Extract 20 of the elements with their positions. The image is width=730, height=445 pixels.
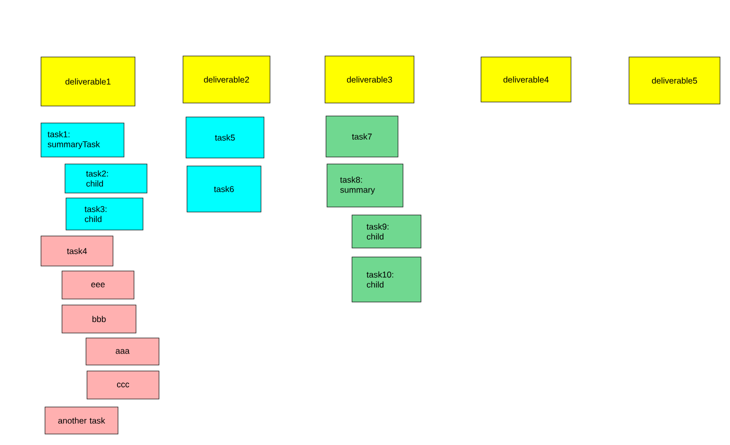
task-box: task4	[40, 236, 114, 266]
task-box: task5	[186, 116, 264, 158]
task-box: deliverable1	[40, 56, 136, 106]
task-box: task2: child	[64, 164, 148, 194]
task-box: task3: child	[66, 198, 144, 230]
task-box: task6	[186, 166, 262, 212]
task-box: aaa	[86, 338, 160, 366]
task-box: eee	[62, 270, 134, 300]
task-box: task9: child	[352, 214, 422, 248]
task-box: deliverable3	[324, 56, 414, 104]
task-box: deliverable5	[628, 56, 720, 104]
task-box: task7	[326, 116, 398, 158]
task-box: task8: summary	[326, 164, 404, 208]
task-box: deliverable2	[182, 56, 270, 104]
task-box: task10: child	[352, 256, 422, 302]
task-box: bbb	[62, 304, 136, 334]
task-box: another task	[44, 406, 118, 434]
task-box: ccc	[86, 370, 160, 400]
task-box: deliverable4	[480, 56, 572, 102]
task-box: task1: summaryTask	[40, 122, 124, 158]
